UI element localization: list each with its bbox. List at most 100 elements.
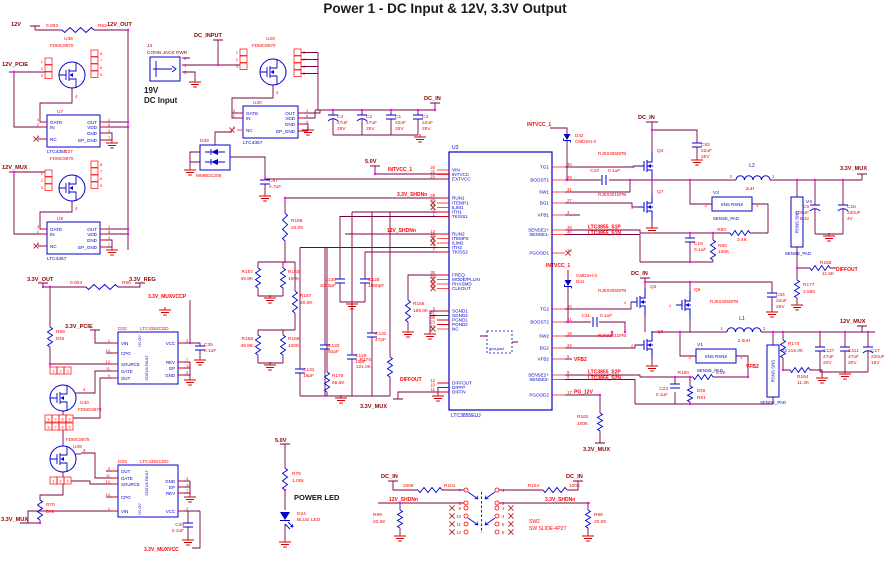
resistor-ref: R98 xyxy=(594,512,603,518)
capacitor-ref: C19 xyxy=(694,241,703,247)
pin-name: REV xyxy=(166,360,175,365)
resistor-body xyxy=(709,239,717,261)
pin-number: 1 xyxy=(502,488,505,493)
resistor-value: DNI xyxy=(697,388,705,394)
ground-symbol xyxy=(414,134,426,143)
led-part: BLUE LED xyxy=(297,517,321,523)
mosfet-body xyxy=(50,446,68,472)
net-label-s2n: LTC3855_S2N xyxy=(588,376,621,382)
pin-number: 4 xyxy=(631,164,634,169)
diode-part: MMBD1205 xyxy=(196,173,222,179)
pin-number: 7 xyxy=(459,488,462,493)
resistor-body xyxy=(789,366,811,374)
ground-symbol xyxy=(394,533,406,542)
resistor-ref: R165 xyxy=(242,336,254,342)
pin-number: 4 xyxy=(83,448,86,453)
junction-dot xyxy=(813,178,817,182)
ground-symbol xyxy=(302,127,314,136)
pin-number: 1 xyxy=(108,506,111,511)
pin-number: 2 xyxy=(236,57,239,62)
mosfet-body xyxy=(59,175,77,201)
pin-number: 33 xyxy=(430,279,435,284)
jack-caption-name: DC Input xyxy=(144,96,178,105)
pin-name: OUT xyxy=(121,376,131,381)
junction-dot xyxy=(610,330,614,334)
net-label-vfb2_div: VFB2 xyxy=(746,364,759,370)
ic-part: LTC4352CDD xyxy=(140,326,169,331)
net-flag-v5_led: 5.0V xyxy=(275,438,287,444)
pin-box xyxy=(90,181,99,189)
pin-name: SOURCE xyxy=(121,362,140,367)
resistor-ref: R168 xyxy=(288,336,300,342)
pin-number: 6 xyxy=(100,176,103,181)
net-flag-v33_pcie: 3.3V_PCIE xyxy=(65,324,93,330)
pin-number: 29 xyxy=(567,175,572,180)
mosfet-arrow xyxy=(270,70,274,74)
resistor-ref: R50 xyxy=(717,227,726,233)
pin-number: 4 xyxy=(624,300,627,305)
pin-number: 8 xyxy=(100,51,103,56)
wires-u3-left xyxy=(257,165,449,400)
mosfet-arrow xyxy=(685,303,689,307)
pin-number: 2 xyxy=(41,66,44,71)
mosfet-part: FDMC8870 xyxy=(50,156,74,161)
pin-name: ITEMP2 xyxy=(452,236,469,241)
resistor-value: 100K xyxy=(288,276,300,282)
net-flag-v33_mux_u3: 3.3V_MUX xyxy=(360,404,387,410)
sense-label: RSNS SNS xyxy=(771,360,776,383)
junction-dot xyxy=(598,393,602,397)
pin-number: 6 xyxy=(100,65,103,70)
switch-pin xyxy=(463,505,469,511)
resistor-ref: R167 xyxy=(300,293,312,299)
mosfet-arrow xyxy=(60,457,64,461)
resistor-ref: R70 xyxy=(46,502,55,508)
pin-number: 1 xyxy=(108,117,111,122)
pin-number: 6 xyxy=(61,425,63,429)
net-flag-dc_in_ch2: DC_IN xyxy=(631,271,648,277)
capacitor-body xyxy=(592,317,598,327)
mosfet-ref: Q5 xyxy=(694,287,701,293)
resistor-value: 49.9K xyxy=(240,276,253,282)
pin-box xyxy=(44,71,53,79)
net-label-shdn12_sw: 12V_SHDNn xyxy=(389,497,418,503)
pin-number: 3 xyxy=(41,73,44,78)
pin-number: 35 xyxy=(430,270,435,275)
pin-number: 19 xyxy=(567,331,572,336)
wire xyxy=(480,335,518,343)
pin-number: 32 xyxy=(430,284,435,289)
pin-number: 8 xyxy=(47,417,49,421)
pin-box xyxy=(90,49,99,57)
mosfet-ref: U29 xyxy=(266,36,275,42)
sense-pad-label: SENSE_PAD xyxy=(713,216,739,221)
ic-part: LTC4357 xyxy=(243,140,263,146)
pin-name: EP xyxy=(169,366,175,371)
junction-dot xyxy=(818,330,822,334)
capacitor-ref: C133 xyxy=(328,343,340,349)
resistor-ref: R157 xyxy=(242,269,254,275)
junction-dot xyxy=(360,108,364,112)
capacitor-value: 220uF xyxy=(871,354,885,360)
junction-dot xyxy=(643,280,647,284)
pin-number: 5 xyxy=(303,71,306,76)
connector-name: CONN JACK PWR xyxy=(147,50,188,56)
resistor-body xyxy=(291,290,299,314)
ic-ref: U30 xyxy=(253,100,262,106)
pin-number: 31 xyxy=(567,187,572,192)
capacitor-ref: C83 xyxy=(701,142,710,148)
ground-symbol xyxy=(184,377,196,386)
wires-switch-led xyxy=(280,443,590,540)
pin-name: TG2 xyxy=(540,307,549,312)
net-label-s2p: LTC3855_S2P xyxy=(588,370,621,376)
